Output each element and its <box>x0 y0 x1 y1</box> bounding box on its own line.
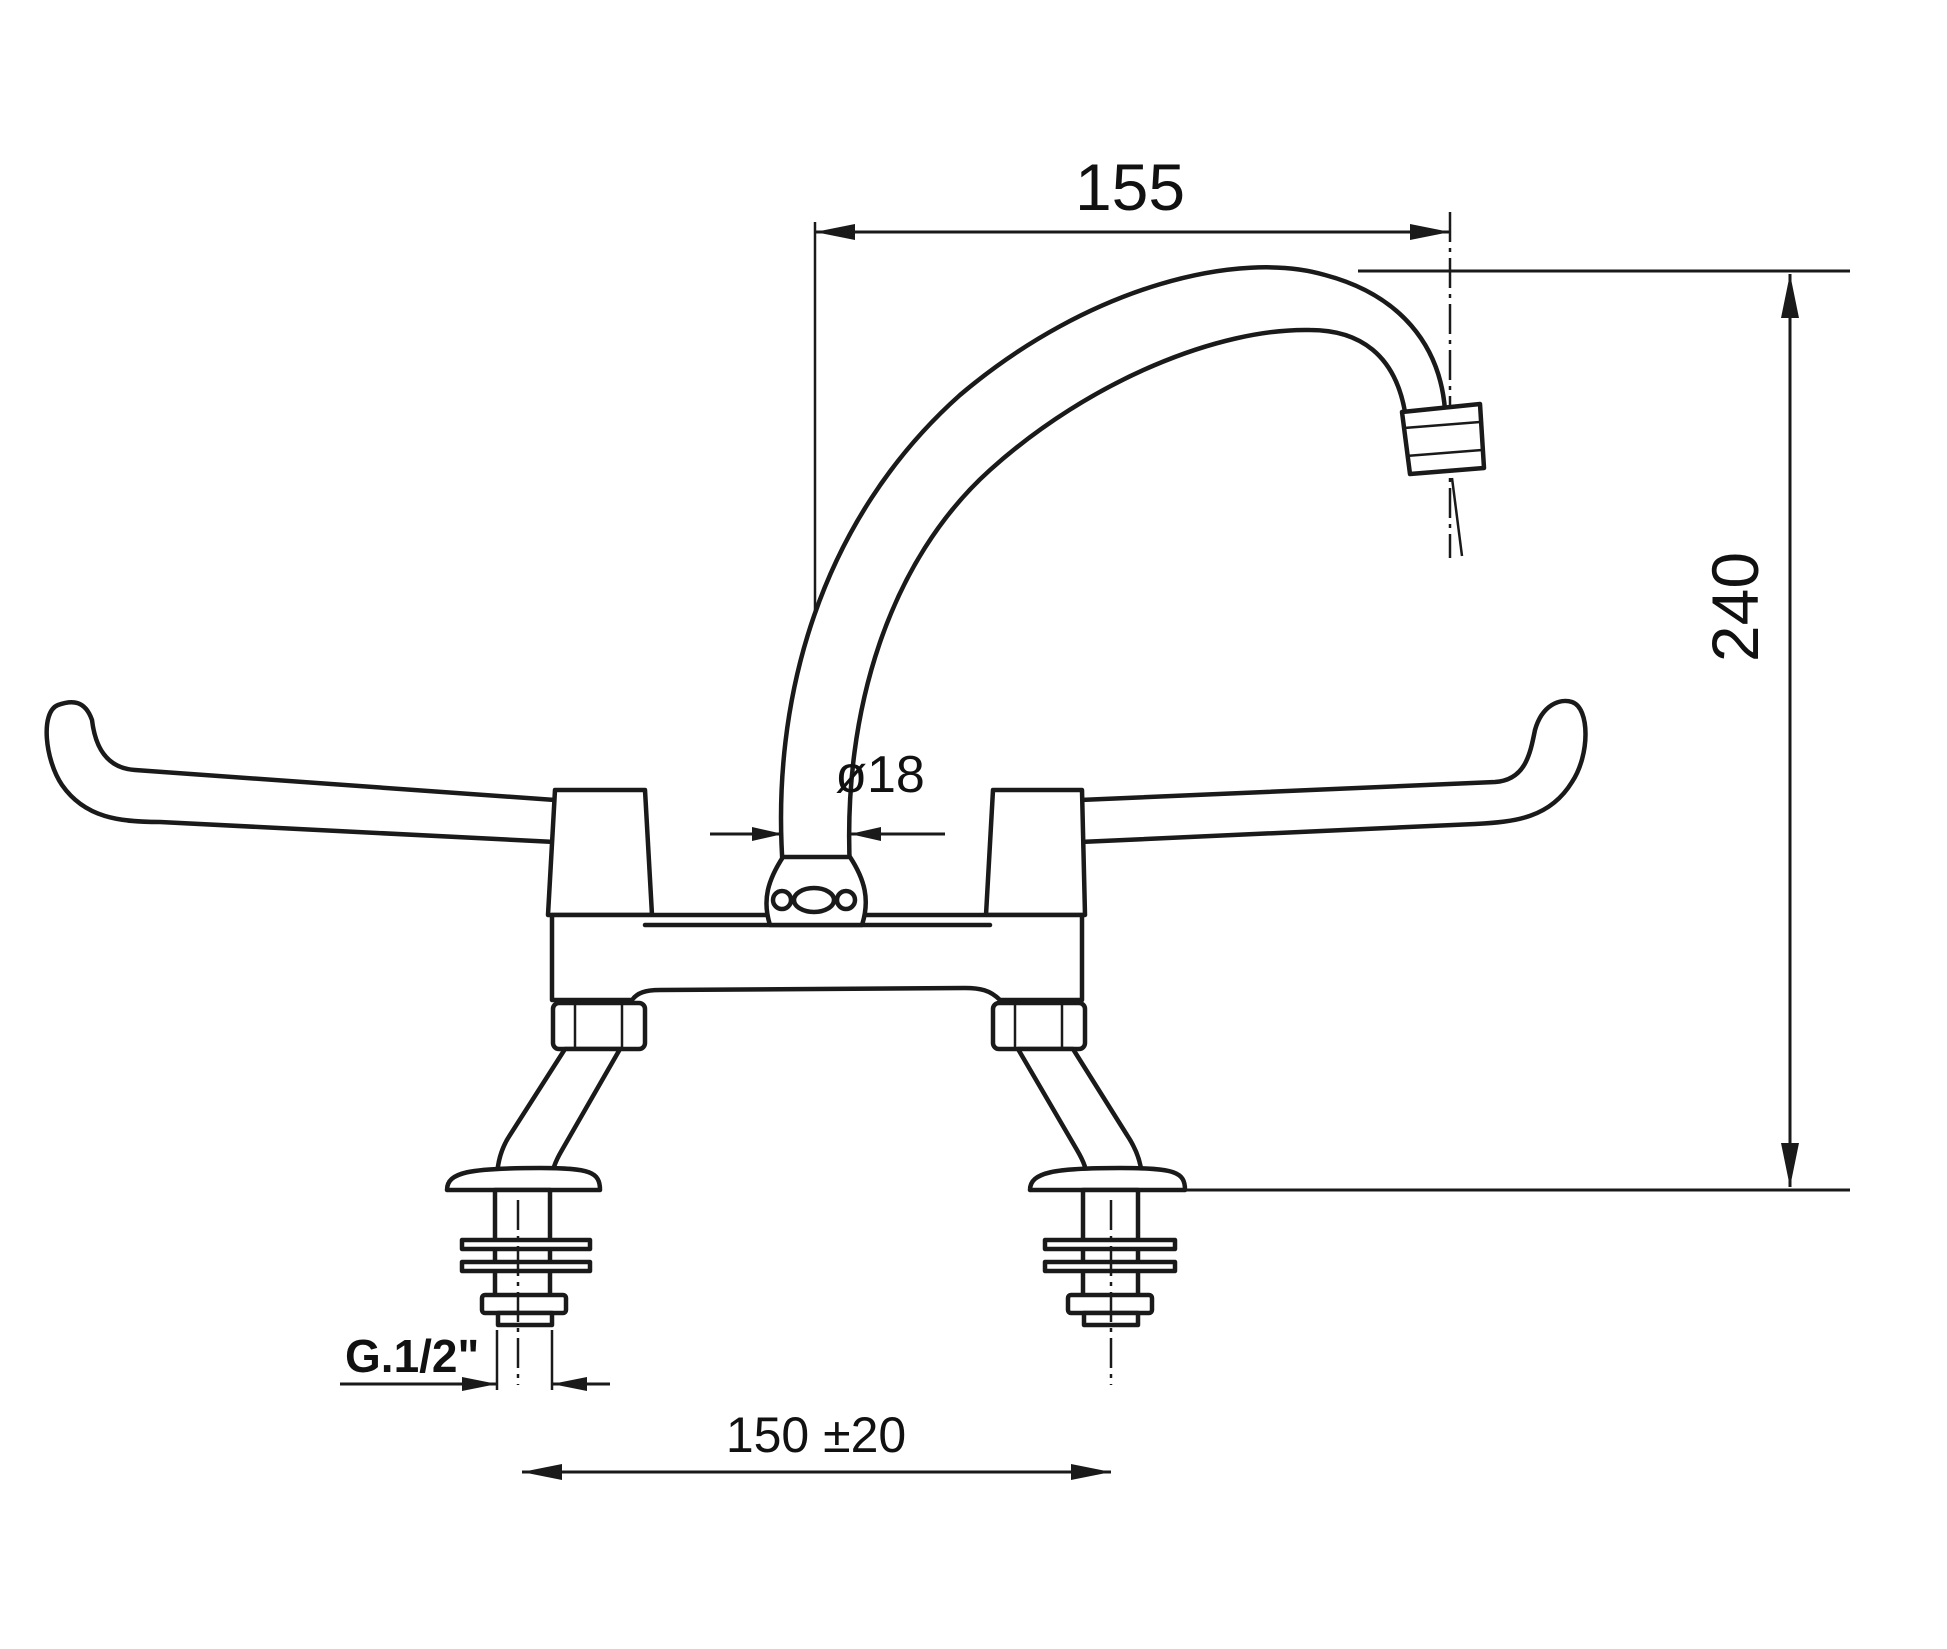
right-lever-handle <box>983 698 1588 918</box>
dimension-spout-diameter: ø18 <box>710 746 945 841</box>
dimension-inlet-thread: G.1/2" <box>340 1330 610 1391</box>
left-lever-handle <box>44 700 655 918</box>
right-flange-and-shank <box>1027 1165 1188 1385</box>
spout-reach-label: 155 <box>1075 150 1185 224</box>
aerator-nozzle <box>1399 401 1487 557</box>
left-union-nut <box>550 1000 648 1052</box>
inlet-thread-label: G.1/2" <box>345 1330 479 1382</box>
dimension-inlet-spacing: 150 ±20 <box>522 1407 1111 1480</box>
total-height-label: 240 <box>1698 552 1772 662</box>
mixer-body <box>549 912 1085 1003</box>
spout <box>778 265 1448 873</box>
spout-base-collar <box>764 854 869 928</box>
left-leg <box>494 1046 623 1183</box>
right-leg <box>1015 1046 1145 1183</box>
right-union-nut <box>990 1000 1088 1052</box>
spout-diameter-label: ø18 <box>835 746 925 804</box>
left-flange-and-shank <box>444 1165 603 1385</box>
dimension-total-height: 240 <box>1185 269 1850 1192</box>
inlet-spacing-label: 150 ±20 <box>726 1407 906 1463</box>
